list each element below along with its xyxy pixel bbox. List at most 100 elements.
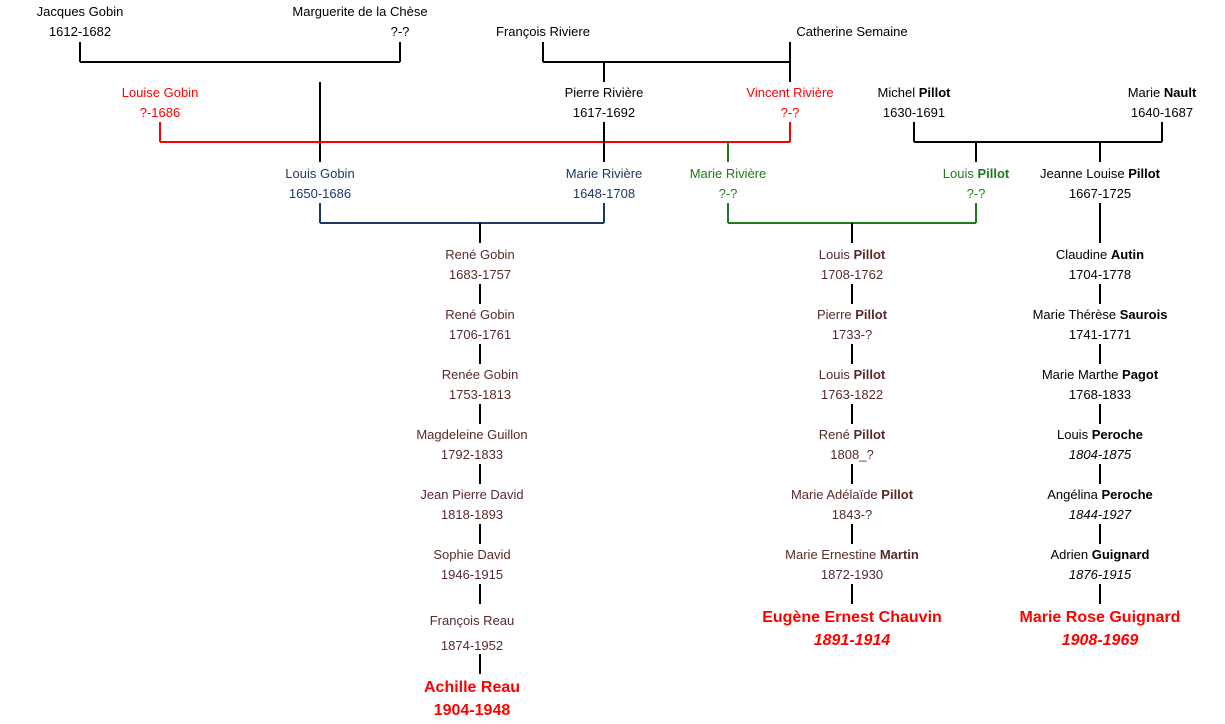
person-francois-reau: François Reau 1874-1952 xyxy=(362,608,582,658)
person-surname: Nault xyxy=(1163,85,1197,100)
person-eugene-ernest-chauvin: Eugène Ernest Chauvin 1891-1914 xyxy=(742,606,962,652)
person-surname: Pillot xyxy=(918,85,951,100)
person-name: Vincent Rivière xyxy=(746,85,834,100)
person-name: René Gobin xyxy=(445,247,515,262)
person-name: Louise Gobin xyxy=(121,85,199,100)
person-name: Renée Gobin xyxy=(441,367,519,382)
person-marie-adelaide-pillot: Marie Adélaïde Pillot 1843-? xyxy=(742,485,962,525)
person-name: Eugène Ernest Chauvin xyxy=(762,609,942,626)
person-dates: 1908-1969 xyxy=(1061,632,1139,649)
person-dates: 1630-1691 xyxy=(882,105,946,120)
person-surname: Autin xyxy=(1110,247,1145,262)
person-name: Jean Pierre David xyxy=(420,487,524,502)
person-name: Jeanne Louise xyxy=(1040,166,1129,181)
person-surname: Saurois xyxy=(1119,307,1168,322)
person-marie-nault: Marie Nault 1640-1687 xyxy=(1052,83,1225,123)
person-dates: 1704-1778 xyxy=(1068,267,1132,282)
person-dates: 1753-1813 xyxy=(448,387,512,402)
person-louise-gobin: Louise Gobin ?-1686 xyxy=(50,83,270,123)
person-name: Catherine Semaine xyxy=(796,24,908,39)
person-dates: 1706-1761 xyxy=(448,327,512,342)
person-name: Jacques Gobin xyxy=(36,4,124,19)
person-jacques-gobin: Jacques Gobin 1612-1682 xyxy=(0,2,190,42)
person-louis-pillot-1708: Louis Pillot 1708-1762 xyxy=(742,245,962,285)
person-francois-riviere: François Riviere xyxy=(433,22,653,42)
person-name: Louis xyxy=(818,247,854,262)
person-marie-riviere-green: Marie Rivière ?-? xyxy=(618,164,838,204)
person-surname: Guignard xyxy=(1091,547,1150,562)
person-surname: Pillot xyxy=(853,367,886,382)
person-name: Pierre Rivière xyxy=(564,85,644,100)
person-name: Marie Marthe xyxy=(1041,367,1123,382)
person-dates: 1640-1687 xyxy=(1130,105,1194,120)
person-surname: Peroche xyxy=(1091,427,1143,442)
person-rene-gobin-1683: René Gobin 1683-1757 xyxy=(370,245,590,285)
person-surname: Pillot xyxy=(1128,166,1160,181)
person-jeanne-louise-pillot: Jeanne Louise Pillot 1667-1725 xyxy=(990,164,1210,204)
person-marie-therese-saurois: Marie Thérèse Saurois 1741-1771 xyxy=(990,305,1210,345)
person-name: Marie Rivière xyxy=(689,166,767,181)
person-dates: 1804-1875 xyxy=(1068,447,1132,462)
person-name: Magdeleine Guillon xyxy=(416,427,528,442)
person-dates: ?-? xyxy=(966,186,986,201)
person-dates: ?-? xyxy=(390,24,410,39)
person-catherine-semaine: Catherine Semaine xyxy=(742,22,962,42)
person-louis-gobin: Louis Gobin 1650-1686 xyxy=(210,164,430,204)
person-surname: Pillot xyxy=(855,307,888,322)
person-marie-rose-guignard: Marie Rose Guignard 1908-1969 xyxy=(990,606,1210,652)
person-name: Marie Adélaïde xyxy=(790,487,882,502)
person-name: Angélina xyxy=(1047,487,1102,502)
person-louis-pillot-1763: Louis Pillot 1763-1822 xyxy=(742,365,962,405)
person-name: Marie Rivière xyxy=(565,166,643,181)
person-dates: 1874-1952 xyxy=(440,638,504,653)
person-name: Louis xyxy=(1056,427,1092,442)
person-sophie-david: Sophie David 1946-1915 xyxy=(362,545,582,585)
person-rene-gobin-1706: René Gobin 1706-1761 xyxy=(370,305,590,345)
person-dates: 1792-1833 xyxy=(440,447,504,462)
person-dates: 1648-1708 xyxy=(572,186,636,201)
person-dates: 1667-1725 xyxy=(1068,186,1132,201)
person-adrien-guignard: Adrien Guignard 1876-1915 xyxy=(990,545,1210,585)
person-surname: Pillot xyxy=(853,427,886,442)
person-dates: ?-1686 xyxy=(139,105,181,120)
person-vincent-riviere: Vincent Rivière ?-? xyxy=(680,83,900,123)
person-dates: 1872-1930 xyxy=(820,567,884,582)
person-name: François Riviere xyxy=(496,24,590,39)
person-pierre-pillot: Pierre Pillot 1733-? xyxy=(742,305,962,345)
person-name: René xyxy=(818,427,854,442)
person-dates: 1733-? xyxy=(831,327,873,342)
person-surname: Pillot xyxy=(853,247,886,262)
person-angelina-peroche: Angélina Peroche 1844-1927 xyxy=(990,485,1210,525)
person-dates: 1843-? xyxy=(831,507,873,522)
person-name: Sophie David xyxy=(433,547,511,562)
person-dates: 1612-1682 xyxy=(48,24,112,39)
person-dates: ?-? xyxy=(780,105,800,120)
person-dates: 1650-1686 xyxy=(288,186,352,201)
person-dates: 1818-1893 xyxy=(440,507,504,522)
person-name: Claudine xyxy=(1055,247,1111,262)
person-dates: 1708-1762 xyxy=(820,267,884,282)
person-magdeleine-guillon: Magdeleine Guillon 1792-1833 xyxy=(362,425,582,465)
person-claudine-autin: Claudine Autin 1704-1778 xyxy=(990,245,1210,285)
person-surname: Peroche xyxy=(1101,487,1153,502)
person-name: Marie Ernestine xyxy=(785,547,880,562)
person-dates: 1741-1771 xyxy=(1068,327,1132,342)
person-name: Marie Thérèse xyxy=(1032,307,1120,322)
person-dates: 1617-1692 xyxy=(572,105,636,120)
person-dates: 1768-1833 xyxy=(1068,387,1132,402)
person-marie-ernestine-martin: Marie Ernestine Martin 1872-1930 xyxy=(742,545,962,585)
person-dates: 1904-1948 xyxy=(433,702,511,719)
person-surname: Pillot xyxy=(881,487,914,502)
person-name: Louis xyxy=(818,367,854,382)
person-dates: 1844-1927 xyxy=(1068,507,1132,522)
person-name: Louis xyxy=(942,166,978,181)
person-dates: 1891-1914 xyxy=(813,632,891,649)
person-dates: 1808_? xyxy=(830,447,874,462)
person-name: Marie Rose Guignard xyxy=(1019,609,1181,626)
person-dates: 1763-1822 xyxy=(820,387,884,402)
person-louis-pillot-green: Louis Pillot ?-? xyxy=(866,164,1086,204)
person-rene-pillot: René Pillot 1808_? xyxy=(742,425,962,465)
person-marie-marthe-pagot: Marie Marthe Pagot 1768-1833 xyxy=(990,365,1210,405)
